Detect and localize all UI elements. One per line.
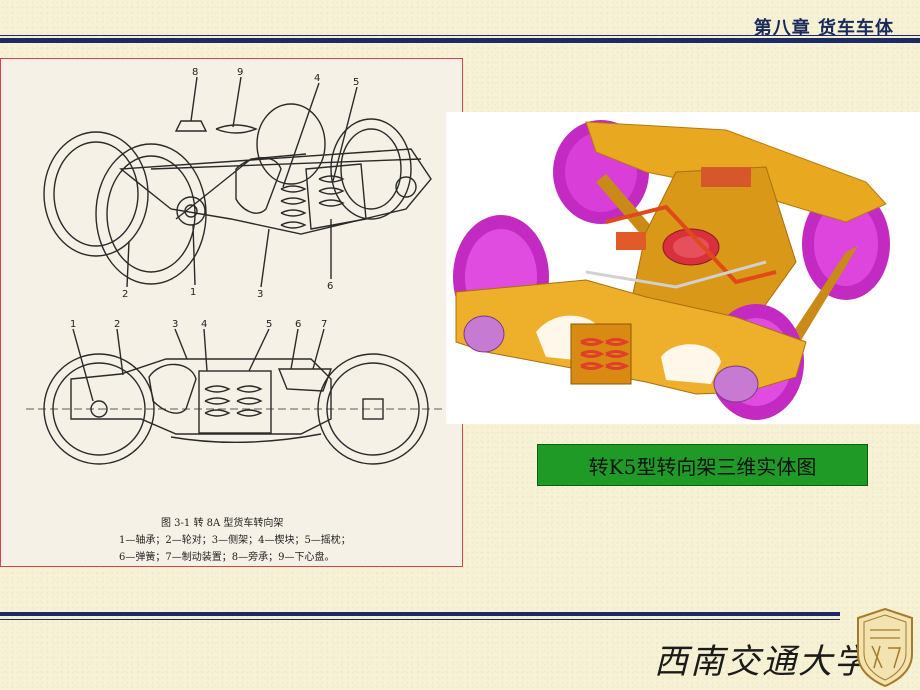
callout-b7: 7 <box>321 319 327 330</box>
callout-2: 2 <box>122 289 128 300</box>
school-name: 西南交通大学 <box>654 642 870 682</box>
callout-1: 1 <box>190 287 196 298</box>
callout-b4: 4 <box>201 319 207 330</box>
footer-rule-thick <box>0 612 840 616</box>
bogie-3d-render <box>453 120 890 420</box>
callout-b2: 2 <box>114 319 120 330</box>
caption-legend-1: 1—轴承；2—轮对；3—侧架；4—楔块；5—摇枕； <box>119 535 351 546</box>
figure-caption: 图 3-1 转 8A 型货车转向架 1—轴承；2—轮对；3—侧架；4—楔块；5—… <box>119 515 351 566</box>
callout-8: 8 <box>192 67 198 78</box>
university-logo-icon <box>857 607 913 688</box>
header-rule-thick <box>0 38 920 43</box>
callout-b6: 6 <box>295 319 301 330</box>
callout-b1: 1 <box>70 319 76 330</box>
header-rule-thin <box>0 35 920 36</box>
callout-b5: 5 <box>266 319 272 330</box>
footer-rule-thin <box>0 619 840 620</box>
callout-9: 9 <box>237 67 243 78</box>
chapter-title: 第八章 货车车体 <box>753 18 894 39</box>
callout-3: 3 <box>257 289 263 300</box>
callout-4: 4 <box>314 73 320 84</box>
callout-b3: 3 <box>172 319 178 330</box>
bogie-3d-render-panel <box>446 112 920 424</box>
bogie-line-drawing: 8 9 4 5 2 1 3 6 1 2 3 4 5 6 7 <box>26 67 446 465</box>
callout-6: 6 <box>327 281 333 292</box>
bogie-line-drawing-panel: 8 9 4 5 2 1 3 6 1 2 3 4 5 6 7 图 3-1 转 8A… <box>0 58 463 567</box>
caption-legend-2: 6—弹簧；7—制动装置；8—旁承；9—下心盘。 <box>119 552 335 563</box>
callout-5: 5 <box>353 77 359 88</box>
render-label: 转K5型转向架三维实体图 <box>537 444 868 486</box>
caption-title: 图 3-1 转 8A 型货车转向架 <box>161 518 284 529</box>
